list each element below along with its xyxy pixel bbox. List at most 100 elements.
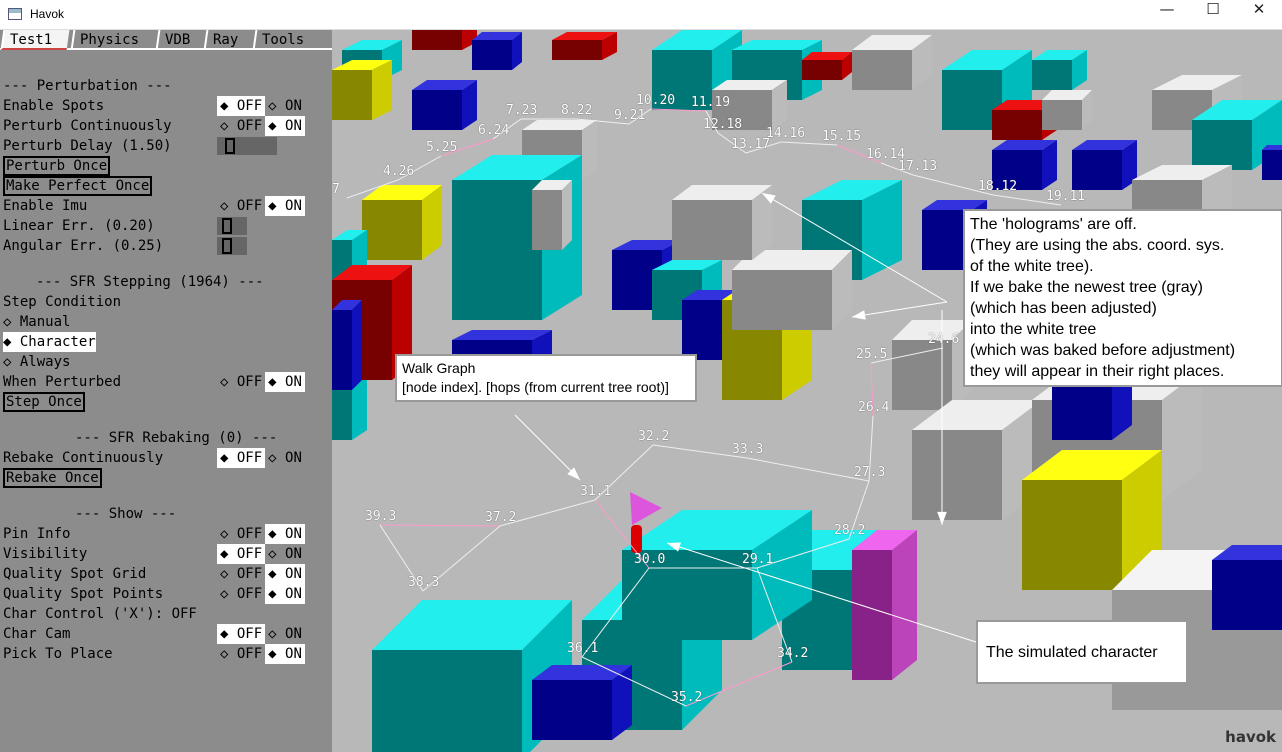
- title-bar: Havok — ☐ ✕: [0, 0, 1282, 30]
- node-label: 30.0: [634, 552, 666, 567]
- box-front: [532, 680, 612, 740]
- off-option[interactable]: ◇ OFF: [220, 198, 263, 214]
- walk-graph-edge: [440, 138, 494, 157]
- tab-physics[interactable]: Physics: [70, 30, 156, 50]
- perturb-delay-slider[interactable]: [217, 137, 277, 155]
- slider-handle[interactable]: [225, 138, 235, 154]
- node-label: 39.3: [365, 509, 397, 524]
- off-option[interactable]: ◆ OFF: [217, 544, 266, 564]
- note-line: If we bake the newest tree (gray): [970, 279, 1203, 296]
- walk-graph-edge: [880, 162, 914, 176]
- off-option[interactable]: ◆ OFF: [217, 624, 266, 644]
- on-option[interactable]: ◇ ON: [268, 546, 302, 562]
- walk-graph-edge: [851, 301, 948, 318]
- manual-label[interactable]: ◇ Manual: [3, 314, 71, 330]
- box-side: [772, 80, 787, 130]
- quality-spot-grid-toggle[interactable]: ◇ OFF◆ ON: [217, 564, 305, 584]
- node-label: 13.17: [731, 137, 771, 152]
- rebake-continuously-toggle[interactable]: ◆ OFF◇ ON: [217, 448, 305, 468]
- note-line: into the white tree: [970, 321, 1097, 338]
- slider-handle[interactable]: [222, 218, 232, 234]
- on-option[interactable]: ◆ ON: [265, 372, 305, 392]
- walk-graph-edge: [594, 499, 650, 569]
- node-label: 4.26: [383, 164, 415, 179]
- box-top: [732, 40, 822, 50]
- on-option[interactable]: ◆ ON: [265, 116, 305, 136]
- on-option[interactable]: ◆ ON: [265, 196, 305, 216]
- box-top: [912, 400, 1042, 430]
- pin-info-toggle[interactable]: ◇ OFF◆ ON: [217, 524, 305, 544]
- off-option[interactable]: ◇ OFF: [220, 646, 263, 662]
- linear-err-slider[interactable]: [217, 217, 247, 235]
- off-option[interactable]: ◇ OFF: [220, 118, 263, 134]
- close-button[interactable]: ✕: [1252, 0, 1266, 18]
- on-option[interactable]: ◇ ON: [268, 626, 302, 642]
- off-option[interactable]: ◆ OFF: [217, 448, 266, 468]
- on-option[interactable]: ◇ ON: [268, 450, 302, 466]
- box-top: [802, 180, 902, 200]
- arrow-head: [852, 310, 866, 320]
- quality-spot-points-toggle[interactable]: ◇ OFF◆ ON: [217, 584, 305, 604]
- box-side: [602, 32, 617, 60]
- box-top: [1032, 50, 1087, 60]
- pick-to-place-toggle[interactable]: ◇ OFF◆ ON: [217, 644, 305, 664]
- off-option[interactable]: ◇ OFF: [220, 526, 263, 542]
- box-side: [1042, 140, 1057, 190]
- box-top: [732, 250, 852, 270]
- character-label[interactable]: ◆ Character: [3, 332, 96, 352]
- node-label: 37.2: [485, 510, 517, 525]
- node-label: 32.2: [638, 429, 670, 444]
- off-option[interactable]: ◇ OFF: [220, 374, 263, 390]
- tab-vdb[interactable]: VDB: [155, 30, 203, 50]
- off-option[interactable]: ◆ OFF: [217, 96, 266, 116]
- on-option[interactable]: ◆ ON: [265, 644, 305, 664]
- pick-to-place-label: Pick To Place: [3, 646, 113, 662]
- rebake-once-button[interactable]: Rebake Once: [3, 468, 102, 488]
- box-front: [892, 340, 952, 410]
- make-perfect-once-button[interactable]: Make Perfect Once: [3, 176, 153, 196]
- node-label: 8.22: [561, 103, 593, 118]
- box-front: [1072, 150, 1122, 190]
- on-option[interactable]: ◆ ON: [265, 564, 305, 584]
- minimize-button[interactable]: —: [1159, 0, 1175, 18]
- enable-spots-toggle[interactable]: ◆ OFF◇ ON: [217, 96, 305, 116]
- slider-handle[interactable]: [222, 238, 232, 254]
- perturb-once-button[interactable]: Perturb Once: [3, 156, 111, 176]
- box-front: [412, 90, 462, 130]
- enable-imu-toggle[interactable]: ◇ OFF◆ ON: [217, 196, 305, 216]
- off-option[interactable]: ◇ OFF: [220, 586, 263, 602]
- angular-err-slider[interactable]: [217, 237, 247, 255]
- box-front: [802, 60, 842, 80]
- visibility-toggle[interactable]: ◆ OFF◇ ON: [217, 544, 305, 564]
- quality-spot-grid-label: Quality Spot Grid: [3, 566, 147, 582]
- on-option[interactable]: ◇ ON: [268, 98, 302, 114]
- perturb-continuously-toggle[interactable]: ◇ OFF◆ ON: [217, 116, 305, 136]
- box-side: [1122, 140, 1137, 190]
- tab-ray[interactable]: Ray: [203, 30, 252, 50]
- box-front: [622, 550, 752, 640]
- box-top: [1132, 165, 1232, 180]
- off-option[interactable]: ◇ OFF: [220, 566, 263, 582]
- always-label[interactable]: ◇ Always: [3, 354, 71, 370]
- character-capsule[interactable]: [631, 525, 642, 553]
- box-front: [672, 200, 752, 260]
- walk-graph-edge: [761, 192, 948, 303]
- when-perturbed-toggle[interactable]: ◇ OFF◆ ON: [217, 372, 305, 392]
- arrow-head: [762, 193, 776, 204]
- tab-test1[interactable]: Test1: [0, 30, 70, 50]
- char-cam-toggle[interactable]: ◆ OFF◇ ON: [217, 624, 305, 644]
- tab-tools[interactable]: Tools: [252, 30, 320, 50]
- on-option[interactable]: ◆ ON: [265, 584, 305, 604]
- step-once-button[interactable]: Step Once: [3, 392, 85, 412]
- box-side: [1072, 50, 1087, 90]
- step-condition-label: Step Condition: [3, 294, 122, 310]
- char-control-label: Char Control ('X'): OFF: [3, 606, 197, 622]
- maximize-button[interactable]: ☐: [1206, 0, 1220, 18]
- box-top: [452, 330, 552, 340]
- perturbation-header-header: --- Perturbation ---: [3, 78, 172, 94]
- on-option[interactable]: ◆ ON: [265, 524, 305, 544]
- box-top: [332, 230, 367, 240]
- scene-canvas[interactable]: [332, 30, 1282, 752]
- walk-graph-edge: [745, 141, 782, 154]
